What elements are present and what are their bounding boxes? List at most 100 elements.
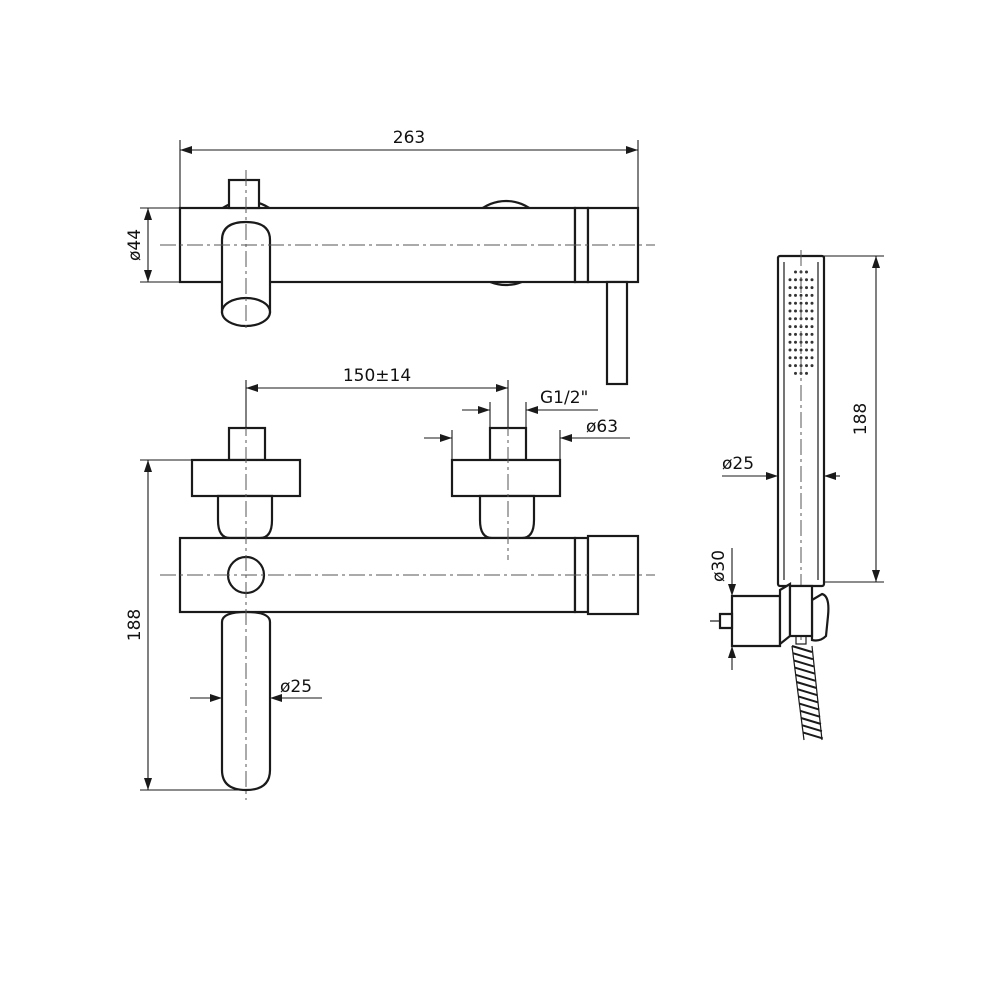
nozzle-dot	[799, 301, 803, 305]
front-view-inlet-left	[227, 426, 267, 462]
hose-coil	[798, 702, 820, 711]
nozzle-dot	[788, 286, 792, 290]
front-view-neck-left	[216, 494, 274, 540]
nozzle-dot	[799, 348, 803, 352]
top-view-lever-handle	[605, 280, 629, 386]
dim-hs-30-arrow-top	[728, 584, 736, 596]
nozzle-dot	[810, 332, 814, 336]
nozzle-dot	[794, 340, 797, 344]
dim-263-arrow-right	[626, 146, 638, 154]
dim-hs-25-label: ø25	[722, 454, 754, 474]
nozzle-dot	[805, 325, 808, 329]
dim-44-arrow-top	[144, 208, 152, 220]
hose-coil	[791, 645, 813, 653]
nozzle-dot	[788, 340, 792, 344]
handshower-nozzles	[788, 270, 814, 375]
dim-hs-188-label: 188	[851, 403, 871, 435]
nozzle-dot	[805, 278, 808, 282]
dim-188-label: 188	[125, 609, 145, 641]
hose-coil	[795, 673, 816, 682]
nozzle-dot	[788, 348, 792, 352]
nozzle-dot	[794, 293, 797, 297]
dim-63-arrow-right	[560, 434, 572, 442]
hose-coil	[799, 709, 821, 718]
nozzle-dot	[810, 340, 814, 344]
handshower-view: 188 ø25 ø30	[709, 250, 884, 741]
dim-263-arrow-left	[180, 146, 192, 154]
nozzle-dot	[788, 293, 792, 297]
front-view-flange-right	[450, 458, 562, 498]
nozzle-dot	[810, 278, 814, 282]
dim-thread-arrow-right	[526, 406, 538, 414]
front-view: 150±14 G1/2" ø63 188 ø25	[125, 366, 655, 800]
hose-edge	[811, 645, 823, 741]
hose-coil	[792, 652, 814, 661]
nozzle-dot	[799, 293, 803, 297]
dim-thread-arrow-left	[478, 406, 490, 414]
nozzle-dot	[810, 364, 814, 368]
dim-thread-label: G1/2"	[540, 388, 588, 408]
nozzle-dot	[805, 371, 808, 375]
nozzle-dot	[805, 286, 808, 290]
dim-150-arrow-right	[496, 384, 508, 392]
dim-263-label: 263	[393, 128, 425, 148]
nozzle-dot	[810, 309, 814, 313]
holder-clip	[810, 592, 830, 642]
nozzle-dot	[788, 356, 792, 360]
dim-hs-188-arrow-bottom	[872, 570, 880, 582]
dim-hs-30-arrow-bottom	[728, 646, 736, 658]
dim-44-arrow-bottom	[144, 270, 152, 282]
holder-bracket	[730, 594, 782, 648]
nozzle-dot	[805, 301, 808, 305]
dim-hs-188-arrow-top	[872, 256, 880, 268]
nozzle-dot	[805, 364, 808, 368]
nozzle-dot	[794, 356, 797, 360]
dim-25-arrow-right	[270, 694, 282, 702]
nozzle-dot	[794, 348, 797, 352]
nozzle-dot	[794, 301, 797, 305]
nozzle-dot	[810, 348, 814, 352]
nozzle-dot	[788, 332, 792, 336]
dim-44-label: ø44	[125, 229, 145, 261]
nozzle-dot	[788, 317, 792, 321]
dim-hs-25-arrow-right	[824, 472, 836, 480]
nozzle-dot	[794, 332, 797, 336]
nozzle-dot	[810, 293, 814, 297]
dim-150-label: 150±14	[343, 366, 411, 386]
dim-188-arrow-top	[144, 460, 152, 472]
nozzle-dot	[810, 317, 814, 321]
nozzle-dot	[794, 325, 797, 329]
nozzle-dot	[794, 309, 797, 313]
dim-150-arrow-left	[246, 384, 258, 392]
dim-hs-30-label: ø30	[709, 550, 729, 582]
dim-63-arrow-left	[440, 434, 452, 442]
handshower-neck	[788, 584, 814, 638]
dim-25-arrow-left	[210, 694, 222, 702]
nozzle-dot	[794, 270, 797, 274]
nozzle-dot	[794, 364, 797, 368]
nozzle-dot	[788, 309, 792, 313]
hose-coil	[798, 695, 819, 704]
holder-clamp	[778, 582, 792, 647]
nozzle-dot	[794, 286, 797, 290]
nozzle-dot	[805, 317, 808, 321]
top-view: 263 ø44	[125, 128, 655, 386]
hose-coil	[801, 724, 823, 733]
nozzle-dot	[794, 371, 797, 375]
dim-hs-25-arrow-left	[766, 472, 778, 480]
hose-edge	[791, 645, 805, 741]
front-view-neck-right	[478, 494, 536, 540]
nozzle-dot	[805, 293, 808, 297]
dim-188-arrow-bottom	[144, 778, 152, 790]
nozzle-dot	[788, 364, 792, 368]
hose-coil	[793, 659, 815, 668]
holder-screw	[718, 612, 734, 630]
hose-coil	[797, 688, 818, 697]
nozzle-dot	[805, 340, 808, 344]
hose-coil	[796, 681, 817, 689]
nozzle-dot	[799, 356, 803, 360]
nozzle-dot	[788, 278, 792, 282]
top-view-inlet-stub	[227, 178, 261, 210]
nozzle-dot	[805, 332, 808, 336]
hose-coil	[802, 731, 824, 740]
